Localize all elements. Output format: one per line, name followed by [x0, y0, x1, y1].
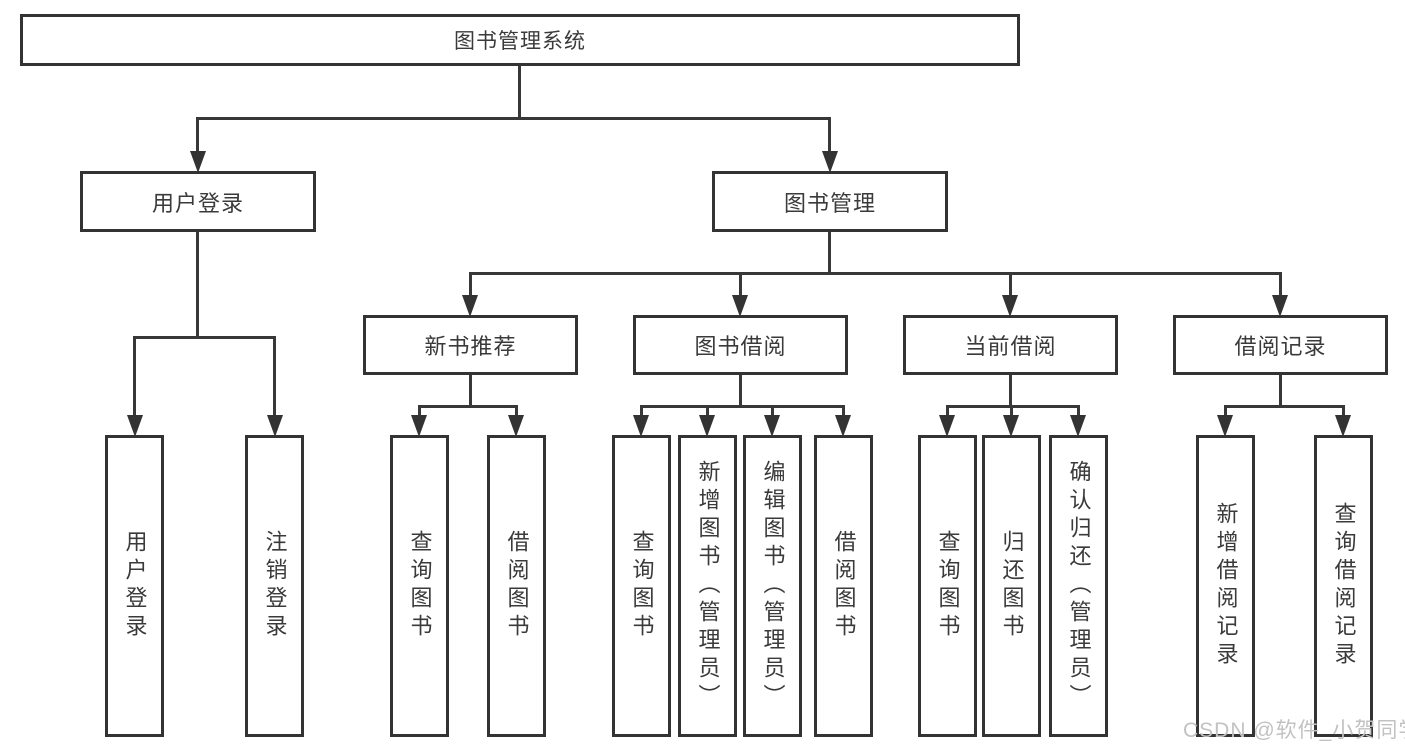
- arrowhead-rec-add: [1217, 415, 1233, 437]
- arrowhead-cb-confirm: [1070, 415, 1086, 437]
- node-root-system: 图书管理系统: [20, 14, 1020, 66]
- connector-root-rail: [196, 117, 831, 120]
- connector-borrow-stub: [739, 375, 742, 406]
- connector-newbook-stub: [469, 375, 472, 406]
- node-leaf-logout: 注销登录: [245, 435, 304, 737]
- connector-drop-user-login: [196, 117, 199, 155]
- connector-bookmgmt-stub: [828, 232, 831, 273]
- connector-drop-cb-return: [1010, 405, 1013, 419]
- node-book-mgmt: 图书管理: [712, 171, 948, 232]
- arrowhead-cb-query: [939, 415, 955, 437]
- node-leaf-cb-query-books: 查询图书: [918, 435, 977, 737]
- arrowhead-login-leaf: [127, 415, 143, 437]
- arrowhead-current-borrow: [1002, 295, 1018, 317]
- connector-current-rail: [946, 405, 1080, 408]
- connector-drop-cb-query: [946, 405, 949, 419]
- node-leaf-cb-return-books: 归还图书: [982, 435, 1041, 737]
- arrowhead-nb-borrow: [508, 415, 524, 437]
- connector-drop-bb-query: [640, 405, 643, 419]
- connector-userlogin-rail: [133, 336, 276, 339]
- arrowhead-book-borrow: [732, 295, 748, 317]
- arrowhead-bb-borrow: [835, 415, 851, 437]
- connector-drop-book-borrow: [739, 272, 742, 297]
- node-leaf-rec-add-record: 新增借阅记录: [1196, 435, 1255, 737]
- arrowhead-user-login: [190, 151, 206, 173]
- connector-drop-rec-add: [1224, 405, 1227, 419]
- node-leaf-bb-edit-books-admin: 编辑图书（管理员）: [743, 435, 802, 737]
- node-leaf-cb-confirm-return-admin: 确认归还（管理员）: [1049, 435, 1108, 737]
- connector-borrow-rail: [640, 405, 845, 408]
- node-current-borrow: 当前借阅: [903, 315, 1118, 375]
- connector-drop-nb-borrow: [515, 405, 518, 419]
- node-leaf-bb-borrow-books: 借阅图书: [814, 435, 873, 737]
- connector-drop-book-mgmt: [828, 117, 831, 155]
- connector-drop-bb-borrow: [842, 405, 845, 419]
- connector-drop-new-book-rec: [469, 272, 472, 297]
- connector-newbook-rail: [418, 405, 518, 408]
- connector-records-stub: [1279, 375, 1282, 406]
- connector-current-stub: [1009, 375, 1012, 406]
- node-book-borrow: 图书借阅: [633, 315, 848, 375]
- connector-drop-current-borrow: [1009, 272, 1012, 297]
- arrowhead-cb-return: [1003, 415, 1019, 437]
- connector-drop-nb-query: [418, 405, 421, 419]
- arrowhead-borrow-records: [1272, 295, 1288, 317]
- connector-records-rail: [1224, 405, 1345, 408]
- connector-drop-bb-edit: [771, 405, 774, 419]
- node-leaf-rec-query-record: 查询借阅记录: [1314, 435, 1373, 737]
- connector-root-stub: [518, 66, 521, 118]
- arrowhead-nb-query: [411, 415, 427, 437]
- connector-drop-cb-confirm: [1077, 405, 1080, 419]
- connector-drop-rec-query: [1342, 405, 1345, 419]
- connector-drop-login-leaf: [133, 336, 136, 416]
- connector-bookmgmt-rail: [469, 272, 1282, 275]
- connector-drop-bb-add: [706, 405, 709, 419]
- arrowhead-bb-add: [699, 415, 715, 437]
- node-user-login: 用户登录: [80, 171, 316, 232]
- arrowhead-bb-query: [633, 415, 649, 437]
- arrowhead-rec-query: [1335, 415, 1351, 437]
- arrowhead-book-mgmt: [822, 151, 838, 173]
- arrowhead-logout-leaf: [267, 415, 283, 437]
- node-new-book-rec: 新书推荐: [363, 315, 578, 375]
- node-leaf-bb-add-books-admin: 新增图书（管理员）: [678, 435, 737, 737]
- node-leaf-nb-query-books: 查询图书: [390, 435, 449, 737]
- node-leaf-bb-query-books: 查询图书: [612, 435, 671, 737]
- arrowhead-bb-edit: [764, 415, 780, 437]
- connector-userlogin-stub: [196, 232, 199, 336]
- connector-drop-logout-leaf: [273, 336, 276, 416]
- node-borrow-records: 借阅记录: [1173, 315, 1388, 375]
- node-leaf-user-login: 用户登录: [105, 435, 164, 737]
- connector-drop-borrow-records: [1279, 272, 1282, 297]
- arrowhead-new-book-rec: [462, 295, 478, 317]
- csdn-watermark: CSDN @软件_小贺同学: [1183, 719, 1405, 742]
- node-leaf-nb-borrow-books: 借阅图书: [487, 435, 546, 737]
